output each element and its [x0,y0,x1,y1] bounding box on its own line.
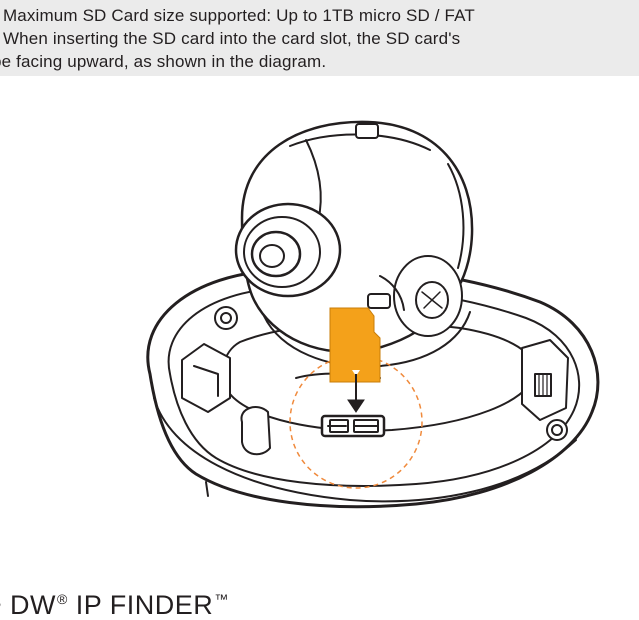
base-screw-left [214,306,238,330]
base-clip-left-detail [193,365,219,397]
sd-card [329,307,381,383]
dome-notch [355,123,379,139]
heading-reg-mark: ® [56,591,68,607]
base-lower-lip [153,397,577,503]
note-line-insert: • When inserting the SD card into the ca… [0,29,461,48]
base-connector-right-pins [538,373,548,397]
heading-main: IP FINDER [67,590,214,620]
lens-inner [250,230,302,278]
yoke-arm [379,275,405,311]
note-line-max-size: • Maximum SD Card size supported: Up to … [0,6,475,25]
sd-card-note-box: • Maximum SD Card size supported: Up to … [0,0,639,76]
base-clip-bottom-left [240,406,271,456]
base-screw-right [546,419,568,441]
dome-rib-right [447,163,465,269]
yoke-slot [367,293,391,309]
lens-middle [243,216,321,288]
base-clip-left [181,343,231,413]
heading-tm-mark: ™ [214,591,229,607]
base-peg [205,481,209,497]
dw-ip-finder-heading: • DW® IP FINDER™ [0,584,229,620]
heading-prefix: • DW [0,590,56,620]
dome-camera-sd-card-diagram [146,120,600,509]
sd-card-arrow-mark [352,370,360,376]
insert-direction-arrow [347,374,365,413]
note-line-facing: be facing upward, as shown in the diagra… [0,52,327,71]
